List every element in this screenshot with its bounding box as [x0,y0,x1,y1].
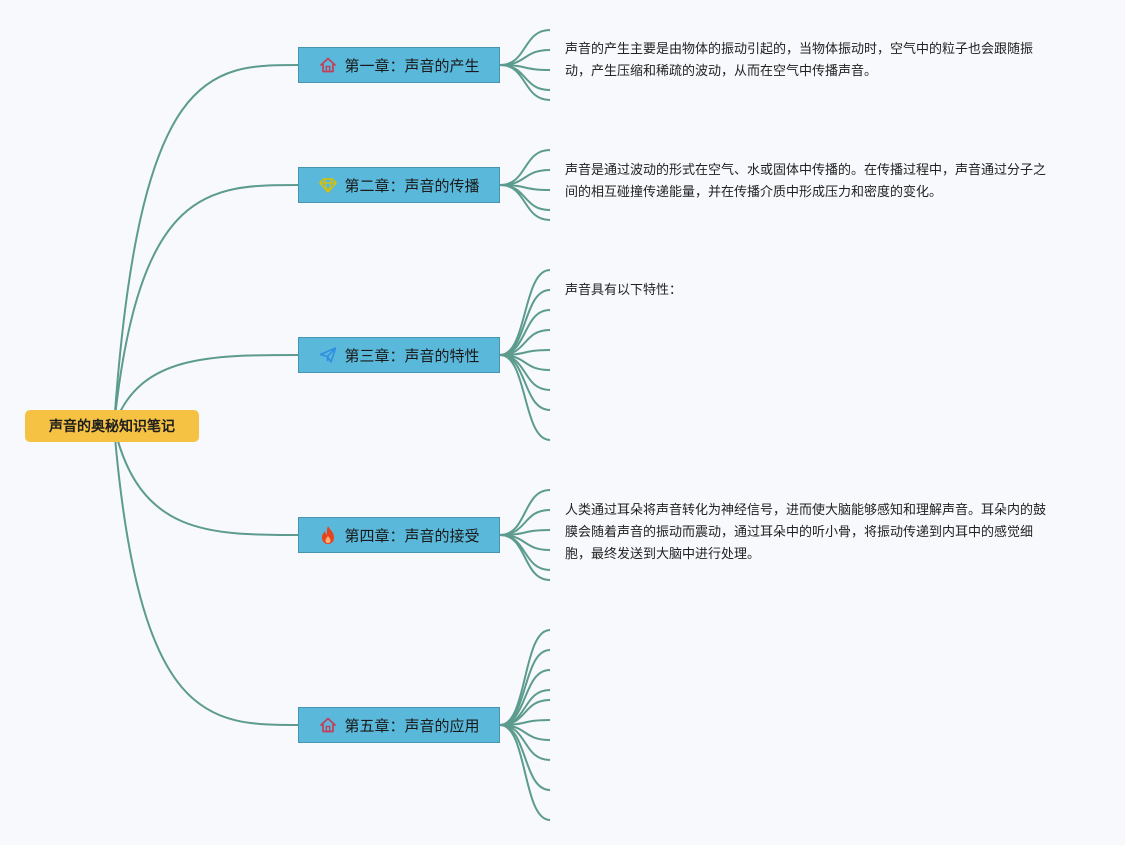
branch-connector-4-5 [499,534,551,571]
branch-connector-5-1 [499,629,551,726]
root-node-label: 声音的奥秘知识笔记 [49,419,175,435]
root-connector-3 [113,354,300,427]
branch-connector-5-10 [499,724,551,821]
branch-connector-2-5 [499,184,551,221]
chapter-note-3: 声音具有以下特性： [565,283,683,298]
branch-connector-2-1 [499,149,551,186]
branch-connector-1-5 [499,64,551,101]
branch-connector-3-9 [499,354,551,441]
branch-connector-1-2 [499,49,551,66]
flame-icon [318,525,338,545]
branch-connector-1-4 [499,64,551,91]
chapter-node-4[interactable]: 第四章：声音的接受 [298,517,500,553]
chapter-label-3: 第三章：声音的特性 [344,346,480,365]
root-node[interactable]: 声音的奥秘知识笔记 [25,410,199,442]
home-icon [318,715,338,735]
branch-connector-4-6 [499,534,551,581]
paper-plane-icon [318,345,338,365]
branch-connector-1-1 [499,29,551,66]
diamond-icon [318,175,338,195]
chapter-label-5: 第五章：声音的应用 [344,716,480,735]
branch-connector-4-3 [499,529,551,536]
chapter-node-1[interactable]: 第一章：声音的产生 [298,47,500,83]
chapter-note-2: 声音是通过波动的形式在空气、水或固体中传播的。在传播过程中，声音通过分子之间的相… [565,163,1047,200]
chapter-node-5[interactable]: 第五章：声音的应用 [298,707,500,743]
branch-connector-2-4 [499,184,551,211]
chapter-note-4: 人类通过耳朵将声音转化为神经信号，进而使大脑能够感知和理解声音。耳朵内的鼓膜会随… [565,503,1047,562]
root-connector-4 [113,425,300,536]
branch-connector-3-2 [499,289,551,356]
chapter-node-3[interactable]: 第三章：声音的特性 [298,337,500,373]
branch-connector-5-9 [499,724,551,791]
chapter-node-2[interactable]: 第二章：声音的传播 [298,167,500,203]
branch-connector-4-1 [499,489,551,536]
chapter-label-1: 第一章：声音的产生 [344,56,480,75]
home-icon [318,55,338,75]
root-connector-2 [113,184,300,427]
chapter-label-2: 第二章：声音的传播 [344,176,480,195]
chapter-note-1: 声音的产生主要是由物体的振动引起的，当物体振动时，空气中的粒子也会跟随振动，产生… [565,42,1034,79]
root-connector-1 [113,64,300,427]
root-connector-5 [113,425,300,726]
branch-connector-2-2 [499,169,551,186]
chapter-label-4: 第四章：声音的接受 [344,526,480,545]
branch-connector-3-3 [499,309,551,356]
